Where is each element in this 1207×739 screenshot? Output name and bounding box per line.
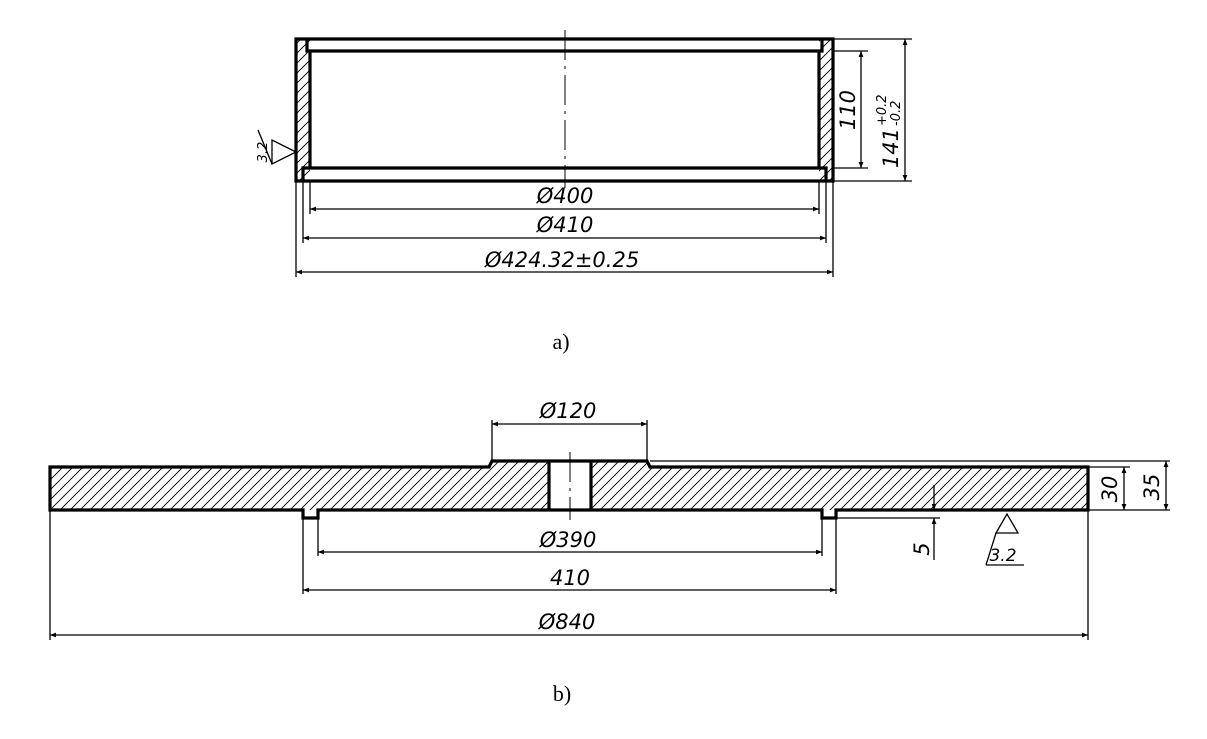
bore-lines (547, 461, 593, 510)
dim-d424-label: Ø424.32±0.25 (484, 248, 639, 272)
dim-d120-label: Ø120 (539, 399, 597, 423)
caption-b: b) (553, 681, 571, 706)
dim-h110-label: 110 (836, 90, 860, 130)
dim-d840-label: Ø840 (538, 610, 596, 634)
dim-d5-label: 5 (910, 542, 934, 555)
plate-outline (48, 459, 1090, 520)
dim-t30-label: 30 (1098, 476, 1122, 503)
caption-a: a) (552, 329, 569, 354)
dim-h141-label: 141 (879, 128, 903, 168)
dim-d400-label: Ø400 (536, 184, 594, 208)
dim-h141-group: 141 +0.2 -0.2 (875, 94, 904, 168)
roughness-symbol-a: 3.2 (256, 129, 298, 166)
roughness-a-label: 3.2 (256, 142, 271, 163)
dim-t35-label: 35 (1140, 474, 1164, 501)
dim-d410-label: Ø410 (536, 213, 594, 237)
dim-d390-label: Ø390 (539, 528, 597, 552)
dim-h141-tol-upper: +0.2 (875, 94, 890, 126)
figure-a-ring-section: Ø400 Ø410 Ø424.32±0.25 110 141 +0.2 -0.2… (256, 30, 912, 354)
right-wall-hatch (819, 39, 833, 181)
dim-410-label: 410 (550, 566, 590, 590)
extension-lines-b (49, 420, 1170, 640)
figure-b-plate-section: Ø120 Ø390 410 Ø840 30 35 5 3.2 b) (48, 399, 1170, 706)
inner-wall-lines (308, 51, 821, 168)
extension-lines-a (295, 38, 912, 277)
left-wall-hatch (296, 39, 310, 181)
roughness-symbol-b: 3.2 (985, 512, 1024, 566)
dim-h141-tol-lower: -0.2 (889, 101, 904, 126)
ring-outline (294, 37, 835, 183)
roughness-b-label: 3.2 (989, 546, 1016, 566)
